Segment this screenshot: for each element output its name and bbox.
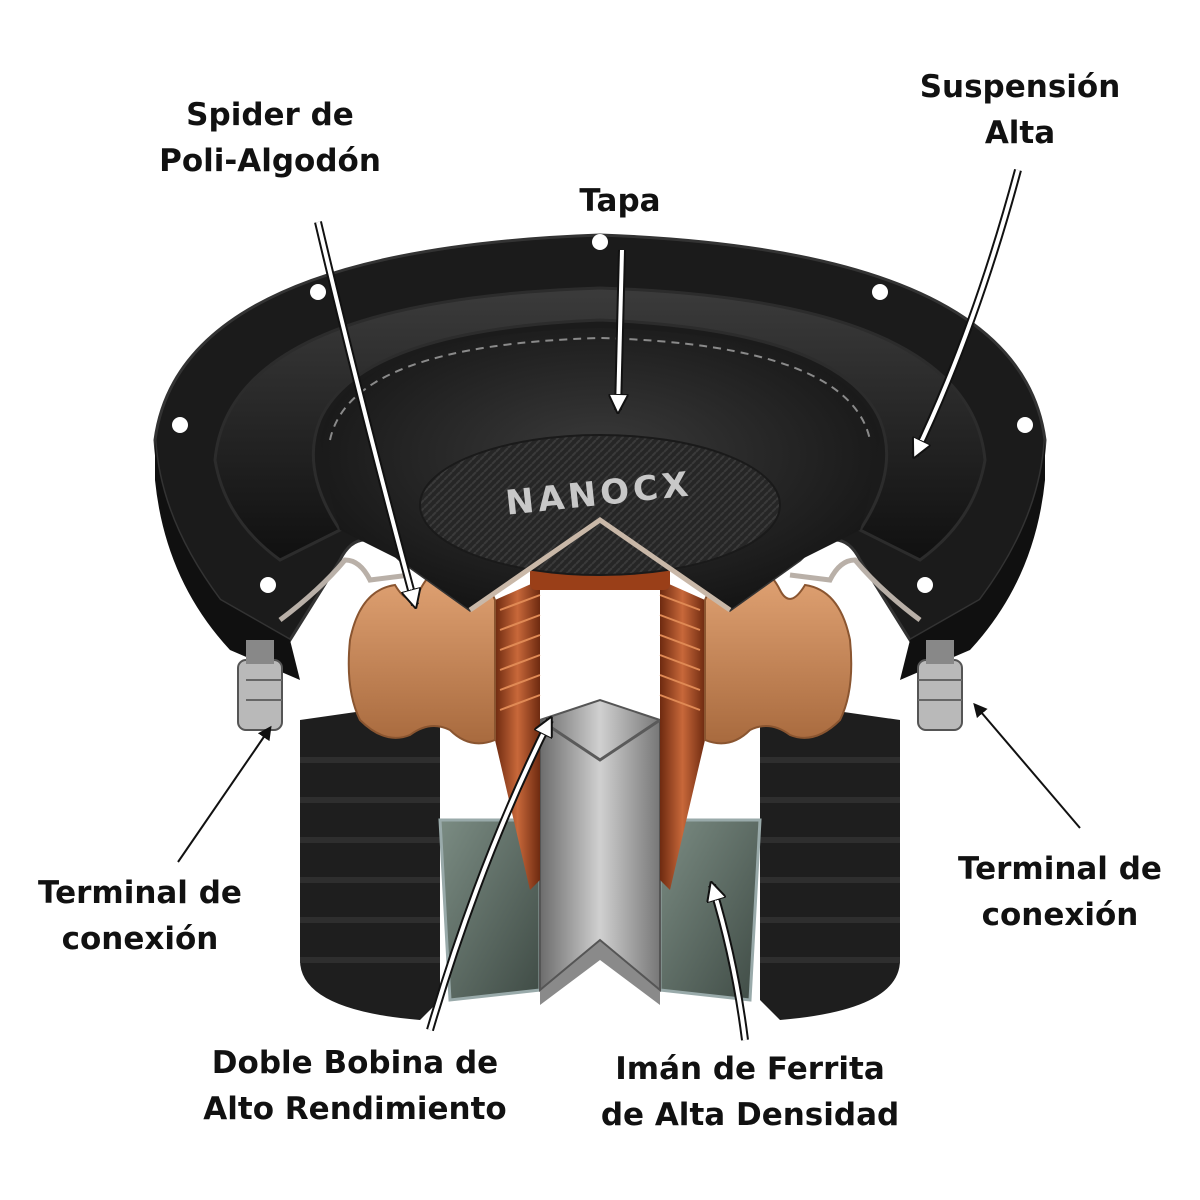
dust-cap xyxy=(419,434,781,576)
label-spider-line2: Poli-Algodón xyxy=(159,143,381,179)
magnet-section xyxy=(438,818,762,1005)
label-spider: Spider de Poli-Algodón xyxy=(130,92,410,184)
cone: NANOCX xyxy=(320,328,880,610)
label-terminal-right-line2: conexión xyxy=(981,897,1139,933)
label-iman: Imán de Ferrita de Alta Densidad xyxy=(580,1046,920,1138)
spider xyxy=(347,572,853,745)
label-suspension: Suspensión Alta xyxy=(880,64,1160,156)
label-iman-line1: Imán de Ferrita xyxy=(615,1051,885,1087)
mounting-holes xyxy=(172,234,1033,593)
arrow-terminal-left xyxy=(177,725,272,863)
label-suspension-line2: Alta xyxy=(984,115,1056,151)
callout-arrows xyxy=(177,168,1081,1041)
label-bobina-line2: Alto Rendimiento xyxy=(203,1091,507,1127)
label-iman-line2: de Alta Densidad xyxy=(600,1097,900,1133)
label-terminal-right: Terminal de conexión xyxy=(930,846,1190,938)
label-terminal-right-line1: Terminal de xyxy=(958,851,1162,887)
label-tapa: Tapa xyxy=(540,178,700,224)
label-tapa-line1: Tapa xyxy=(579,183,661,219)
label-terminal-left-line1: Terminal de xyxy=(38,875,242,911)
surround xyxy=(213,286,987,562)
label-bobina: Doble Bobina de Alto Rendimiento xyxy=(180,1040,530,1132)
arrow-terminal-right xyxy=(973,702,1081,829)
label-suspension-line1: Suspensión xyxy=(919,69,1121,105)
label-bobina-line1: Doble Bobina de xyxy=(211,1045,499,1081)
motor-body xyxy=(300,700,900,1020)
label-terminal-left: Terminal de conexión xyxy=(10,870,270,962)
label-spider-line1: Spider de xyxy=(186,97,354,133)
terminal-right xyxy=(917,640,963,731)
cut-edges xyxy=(278,516,922,622)
pole-piece xyxy=(539,698,661,993)
label-terminal-left-line2: conexión xyxy=(61,921,219,957)
